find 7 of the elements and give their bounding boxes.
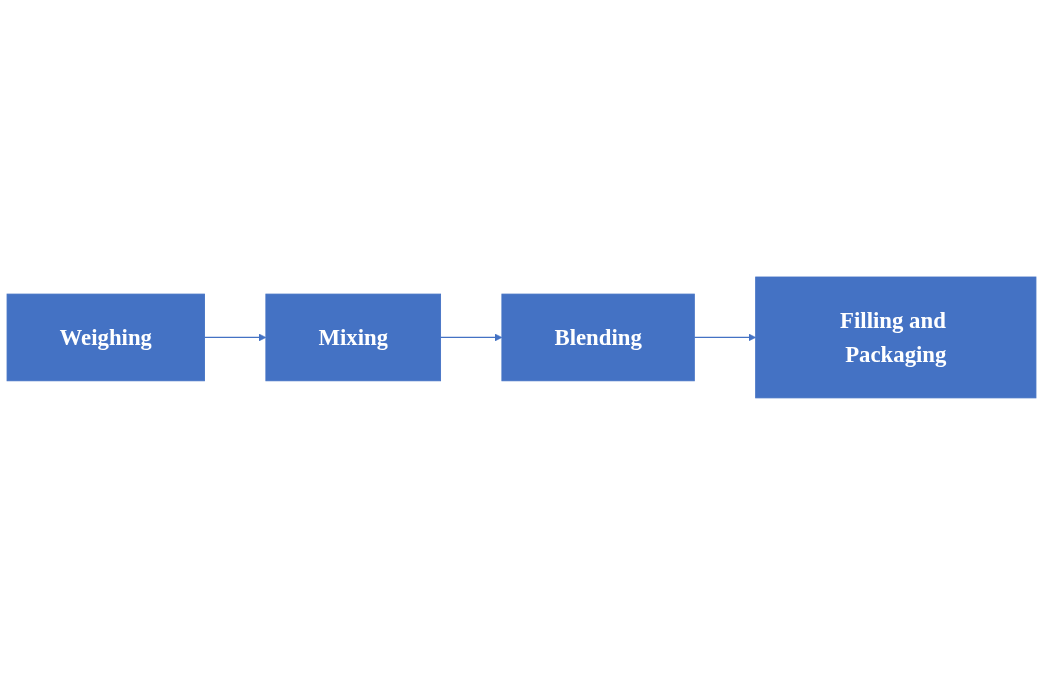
arrow	[203, 333, 267, 342]
node-box: Weighing	[6, 293, 205, 382]
node-box: Blending	[501, 293, 695, 382]
node-box: Mixing	[265, 293, 441, 382]
arrow	[693, 333, 756, 342]
arrow	[439, 333, 503, 342]
node-box: Filling and Packaging	[755, 276, 1037, 399]
